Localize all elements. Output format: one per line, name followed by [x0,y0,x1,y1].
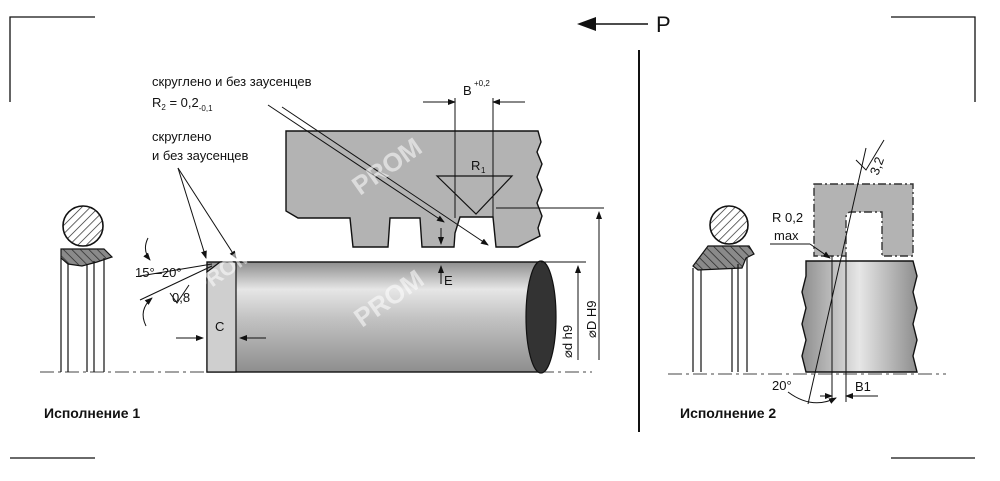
direction-label: P [656,12,671,37]
v1-chamfer-angle [139,237,213,327]
v1-note-r2-sub: 2 [161,103,166,112]
v2-housing [813,183,914,257]
frame-corners [9,16,976,459]
v1-dim-c-label: C [215,319,224,334]
v1-note-r2-line1: скруглено и без заусенцев [152,74,312,89]
v1-rod-end [525,260,557,374]
v2-radius-label: R 0,2 [772,210,803,225]
v2-seal [692,205,755,372]
v1-r1-label: R [471,158,480,173]
v1-dim-e-label: E [444,273,453,288]
v2-angle-line [807,147,867,405]
v2-radius-leader [770,243,831,259]
v2-angle-label: 20° [772,378,792,393]
v1-note-r2-line2: R2 = 0,2-0,1 [152,95,213,113]
v1-r1-marker [435,175,514,215]
v2-dim-b1-label: B1 [855,379,871,394]
v1-note-r2-tol: -0,1 [199,104,213,113]
v1-dim-b-tolerance: +0,2 [474,79,490,88]
v1-roughness-label: 0,8 [172,290,190,305]
v1-note-r2-value: = 0,2 [166,95,199,110]
v1-note-deburr-line2: и без заусенцев [152,148,249,163]
direction-arrow: P [577,12,671,37]
v2-radius-max: max [774,228,799,243]
v2-caption: Исполнение 2 [680,405,776,421]
v2-roughness-label: 3,2 [867,155,887,177]
v1-note-deburr-line1: скруглено [152,129,211,144]
v1-note-r2-symbol: R [152,95,161,110]
v1-leaders [177,104,489,259]
v1-r1-sub: 1 [481,166,486,175]
v1-dim-b [423,98,525,218]
variant1-drawing: B +0,2 R 1 ⌀d h9 ⌀D H9 E C [40,74,604,421]
v1-chamfer [206,261,237,373]
v1-dim-diameters [496,207,604,360]
v2-roughness-symbol [855,139,885,171]
v1-seal [60,205,114,372]
variant2-drawing: 3,2 R 0,2 max 20° B1 Исполнение 2 [668,139,946,421]
v1-dim-bore-label: ⌀D H9 [584,301,599,338]
v1-dim-rod-label: ⌀d h9 [560,325,575,358]
v1-chamfer-angle-label: 15°–20° [135,265,182,280]
v1-caption: Исполнение 1 [44,405,140,421]
v2-angle-arc [787,391,837,404]
v1-dim-b-label: B [463,83,472,98]
v2-shaft [801,260,918,373]
